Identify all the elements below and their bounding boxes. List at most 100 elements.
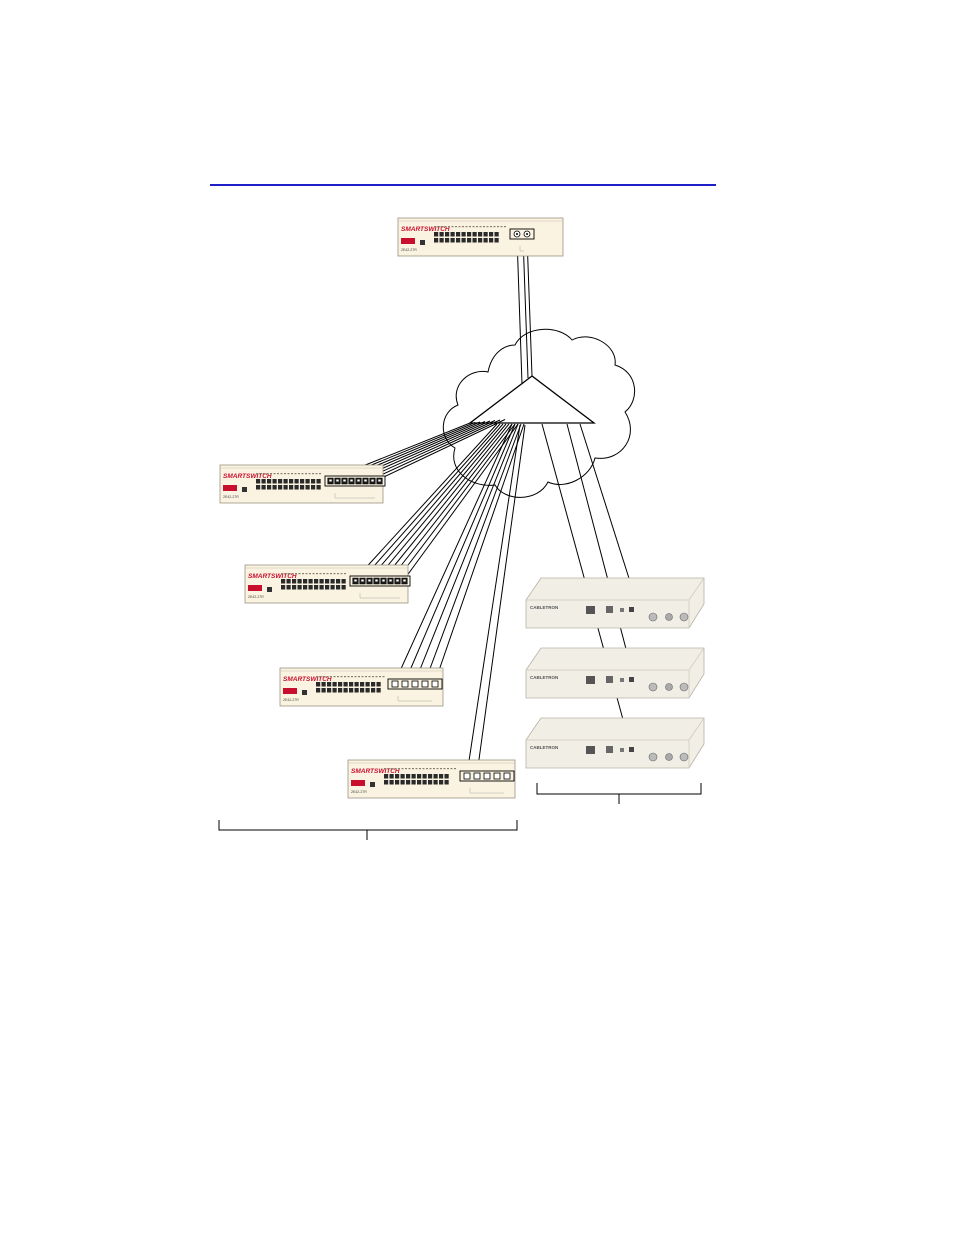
link-line	[414, 423, 519, 683]
router-led	[620, 748, 624, 752]
switch-badge	[223, 485, 237, 491]
rj45-port	[384, 780, 389, 785]
router-brand-label: CABLETRON	[530, 745, 558, 750]
status-led	[344, 676, 346, 678]
router-led	[620, 608, 624, 612]
uplink-port-hole	[361, 579, 364, 582]
status-led	[330, 676, 332, 678]
console-port	[302, 690, 307, 695]
link-line	[365, 420, 496, 480]
uplink-port-hole	[382, 579, 385, 582]
status-led	[455, 226, 457, 228]
status-led	[284, 573, 287, 575]
status-led	[387, 768, 390, 770]
router-connector	[679, 612, 689, 622]
router-unit-3: CABLETRON	[525, 717, 705, 769]
rj45-port	[327, 682, 332, 687]
uplink-port	[493, 772, 501, 780]
rj45-port	[294, 485, 299, 490]
router-edge	[526, 717, 705, 768]
link-line	[397, 423, 516, 580]
rj45-port	[400, 774, 405, 779]
rj45-port	[389, 774, 394, 779]
rj45-port	[428, 780, 433, 785]
router-port	[586, 606, 595, 614]
router-port	[606, 676, 613, 683]
rj45-port	[444, 774, 449, 779]
status-led	[462, 226, 464, 228]
rj45-port	[360, 688, 365, 693]
link-line	[404, 423, 519, 580]
status-led	[361, 676, 364, 678]
router-connector	[665, 753, 673, 761]
link-line	[379, 419, 506, 480]
rj45-port	[411, 780, 416, 785]
rj45-port	[297, 579, 302, 584]
rj45-port	[330, 585, 335, 590]
module-outline	[469, 788, 504, 794]
status-led	[483, 226, 485, 228]
rj45-port	[292, 579, 297, 584]
link-line	[526, 236, 533, 377]
rj45-port	[319, 585, 324, 590]
status-led	[437, 226, 440, 228]
module-outline	[334, 493, 375, 499]
rj45-port	[395, 774, 400, 779]
router-port	[606, 606, 613, 613]
status-led	[384, 768, 386, 770]
status-led	[412, 768, 414, 770]
uplink-port-hole	[368, 579, 371, 582]
status-led	[337, 676, 339, 678]
router-brand-label: CABLETRON	[530, 605, 558, 610]
link-line	[369, 423, 504, 580]
router-port	[606, 746, 613, 753]
status-led	[347, 676, 350, 678]
status-led	[448, 226, 450, 228]
uplink-port	[463, 772, 471, 780]
rj45-port	[294, 479, 299, 484]
uplink-port-hole	[378, 479, 381, 482]
router-port	[586, 676, 595, 684]
rj45-port	[445, 238, 450, 243]
rj45-port	[303, 579, 308, 584]
rj45-port	[303, 585, 308, 590]
rj45-port	[494, 232, 499, 237]
rj45-port	[406, 774, 411, 779]
status-led	[288, 573, 290, 575]
rj45-port	[343, 682, 348, 687]
rj45-port	[450, 232, 455, 237]
rj45-port	[316, 485, 321, 490]
rj45-port	[439, 774, 444, 779]
rj45-port	[439, 780, 444, 785]
rj45-port	[461, 232, 466, 237]
rj45-port	[341, 585, 346, 590]
router-edge	[526, 577, 705, 628]
connection-lines	[330, 236, 643, 775]
router-chassis	[525, 647, 705, 699]
switch-chassis	[397, 217, 564, 257]
rj45-port	[422, 774, 427, 779]
status-led	[284, 473, 286, 475]
switch-model-label: 2E42-27R	[283, 698, 299, 702]
rj45-port	[417, 774, 422, 779]
rj45-port	[311, 479, 316, 484]
status-led	[391, 768, 393, 770]
status-led	[358, 676, 360, 678]
rj45-port	[472, 238, 477, 243]
status-led	[451, 226, 454, 228]
rj45-port	[422, 780, 427, 785]
rj45-port	[308, 585, 313, 590]
rj45-port	[450, 238, 455, 243]
status-led	[308, 473, 311, 475]
status-led	[354, 676, 357, 678]
rj45-port	[278, 479, 283, 484]
uplink-port	[473, 772, 481, 780]
rj45-port	[434, 232, 439, 237]
link-line	[355, 423, 498, 580]
status-led	[398, 768, 400, 770]
status-led	[305, 473, 307, 475]
rj45-port	[489, 232, 494, 237]
rj45-port	[330, 579, 335, 584]
